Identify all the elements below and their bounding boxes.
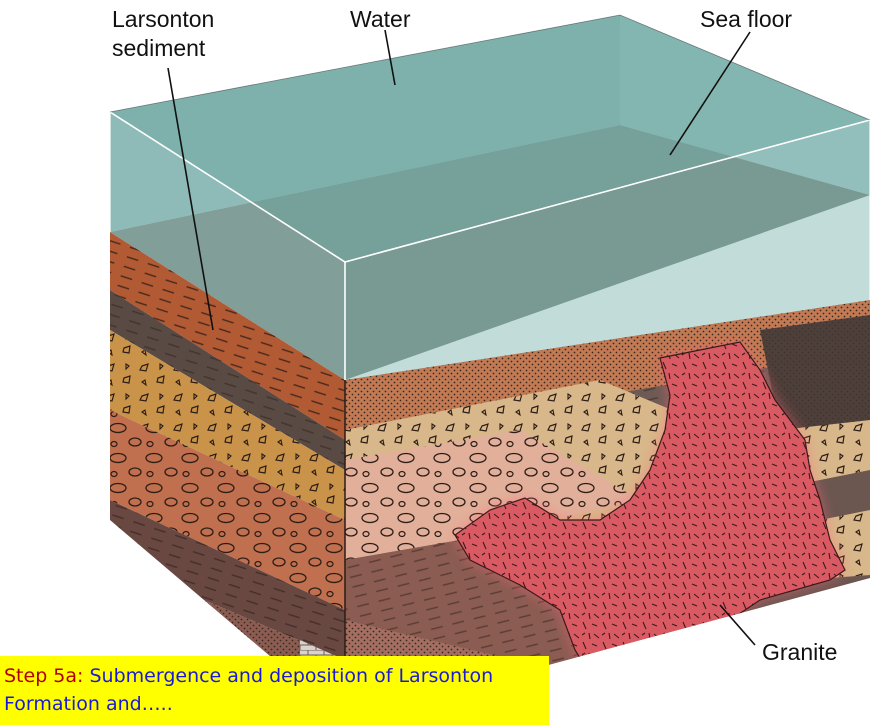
step-caption: Step 5a: Submergence and deposition of L… <box>0 656 549 725</box>
water-label: Water <box>350 6 411 32</box>
granite-leader <box>719 604 756 646</box>
water-leader <box>384 29 396 86</box>
water-body <box>109 14 871 380</box>
sea-floor-leader <box>669 31 751 156</box>
granite-label: Granite <box>762 639 837 665</box>
caption-text: Submergence and deposition of Larsonton … <box>4 665 494 715</box>
larsonton-label-line2: sediment <box>112 35 206 61</box>
sea-floor-label: Sea floor <box>700 6 792 32</box>
granite-intrusion <box>454 341 846 691</box>
larsonton-leader <box>167 67 214 331</box>
larsonton-label-line1: Larsonton <box>112 6 214 32</box>
caption-step: Step 5a: <box>4 665 84 687</box>
